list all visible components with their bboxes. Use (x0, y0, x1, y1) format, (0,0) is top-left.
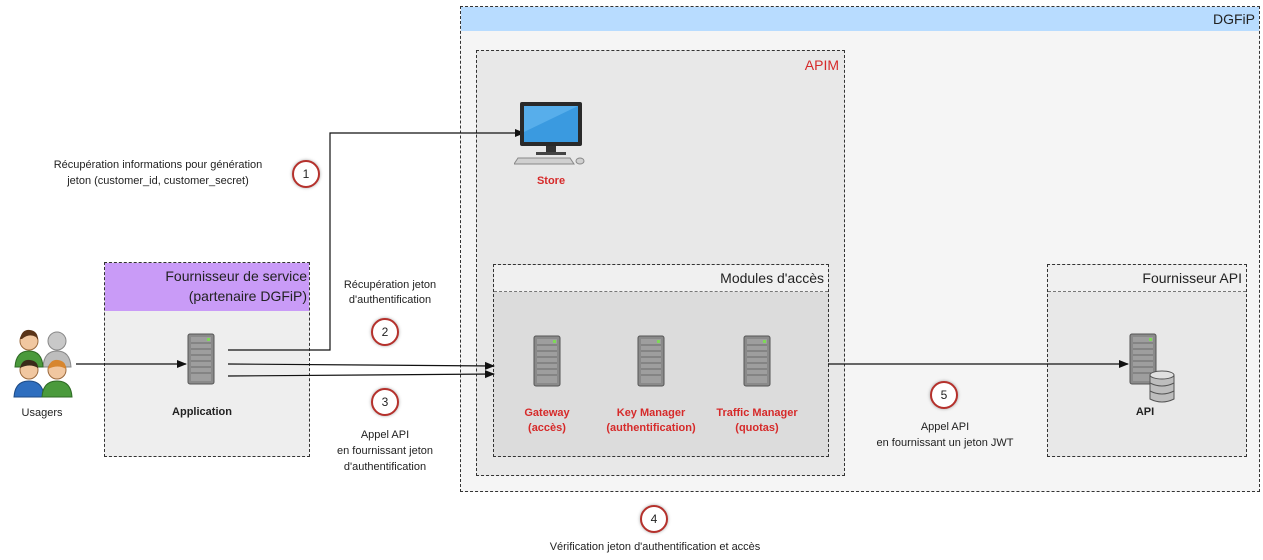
api-server-database-icon (1128, 333, 1188, 405)
step-3-label-line2: en fournissant jeton (336, 445, 433, 457)
step-1-badge: 1 (292, 160, 320, 188)
arrow-application-store (228, 129, 525, 351)
key-manager-server-icon (636, 335, 666, 387)
step-5-label-line1: Appel API (920, 421, 970, 433)
fournisseur-api-title: Fournisseur API (1142, 270, 1242, 286)
apim-title: APIM (804, 57, 839, 73)
step-4-label: Vérification jeton d'authentification et… (549, 541, 761, 553)
arrow-application-gateway-3 (227, 370, 495, 379)
fournisseur-api-header (1048, 265, 1246, 292)
step-3-badge: 3 (371, 388, 399, 416)
step-4-badge: 4 (640, 505, 668, 533)
step-2-label-line1: Récupération jeton (343, 279, 437, 291)
step-5-badge: 5 (930, 381, 958, 409)
step-3-label-line3: d'authentification (343, 461, 427, 473)
gateway-server-icon (532, 335, 562, 387)
step-1-label-line2: jeton (customer_id, customer_secret) (67, 175, 249, 187)
gateway-label-line2: (accès) (528, 422, 566, 434)
fournisseur-service-container: Fournisseur de service (partenaire DGFiP… (104, 262, 310, 457)
dgfip-header (461, 7, 1259, 31)
step-1-label-line1: Récupération informations pour génératio… (53, 159, 263, 171)
step-2-label-line2: d'authentification (348, 294, 432, 306)
modules-header (494, 265, 828, 292)
step-5-label-line2: en fournissant un jeton JWT (876, 437, 1014, 449)
store-label: Store (536, 175, 566, 187)
step-3-label-line1: Appel API (360, 429, 410, 441)
modules-title: Modules d'accès (720, 270, 824, 286)
gateway-label-line1: Gateway (524, 407, 570, 419)
traffic-manager-label-line2: (quotas) (735, 422, 779, 434)
traffic-manager-server-icon (742, 335, 772, 387)
fournisseur-service-title-line2: (partenaire DGFiP) (188, 288, 307, 304)
computer-icon (514, 100, 588, 166)
application-label: Application (172, 406, 232, 418)
usagers-label: Usagers (21, 407, 63, 419)
api-label: API (1135, 406, 1155, 418)
fournisseur-service-title-line1: Fournisseur de service (165, 268, 307, 284)
fournisseur-service-header (105, 263, 309, 311)
users-icon (10, 327, 76, 399)
traffic-manager-label-line1: Traffic Manager (716, 407, 798, 419)
dgfip-title: DGFiP (1213, 11, 1255, 27)
step-2-badge: 2 (371, 318, 399, 346)
application-server-icon (186, 333, 216, 385)
key-manager-label-line1: Key Manager (616, 407, 686, 419)
arrow-application-gateway-2 (227, 361, 495, 370)
key-manager-label-line2: (authentification) (606, 422, 696, 434)
fournisseur-api-container: Fournisseur API (1047, 264, 1247, 457)
